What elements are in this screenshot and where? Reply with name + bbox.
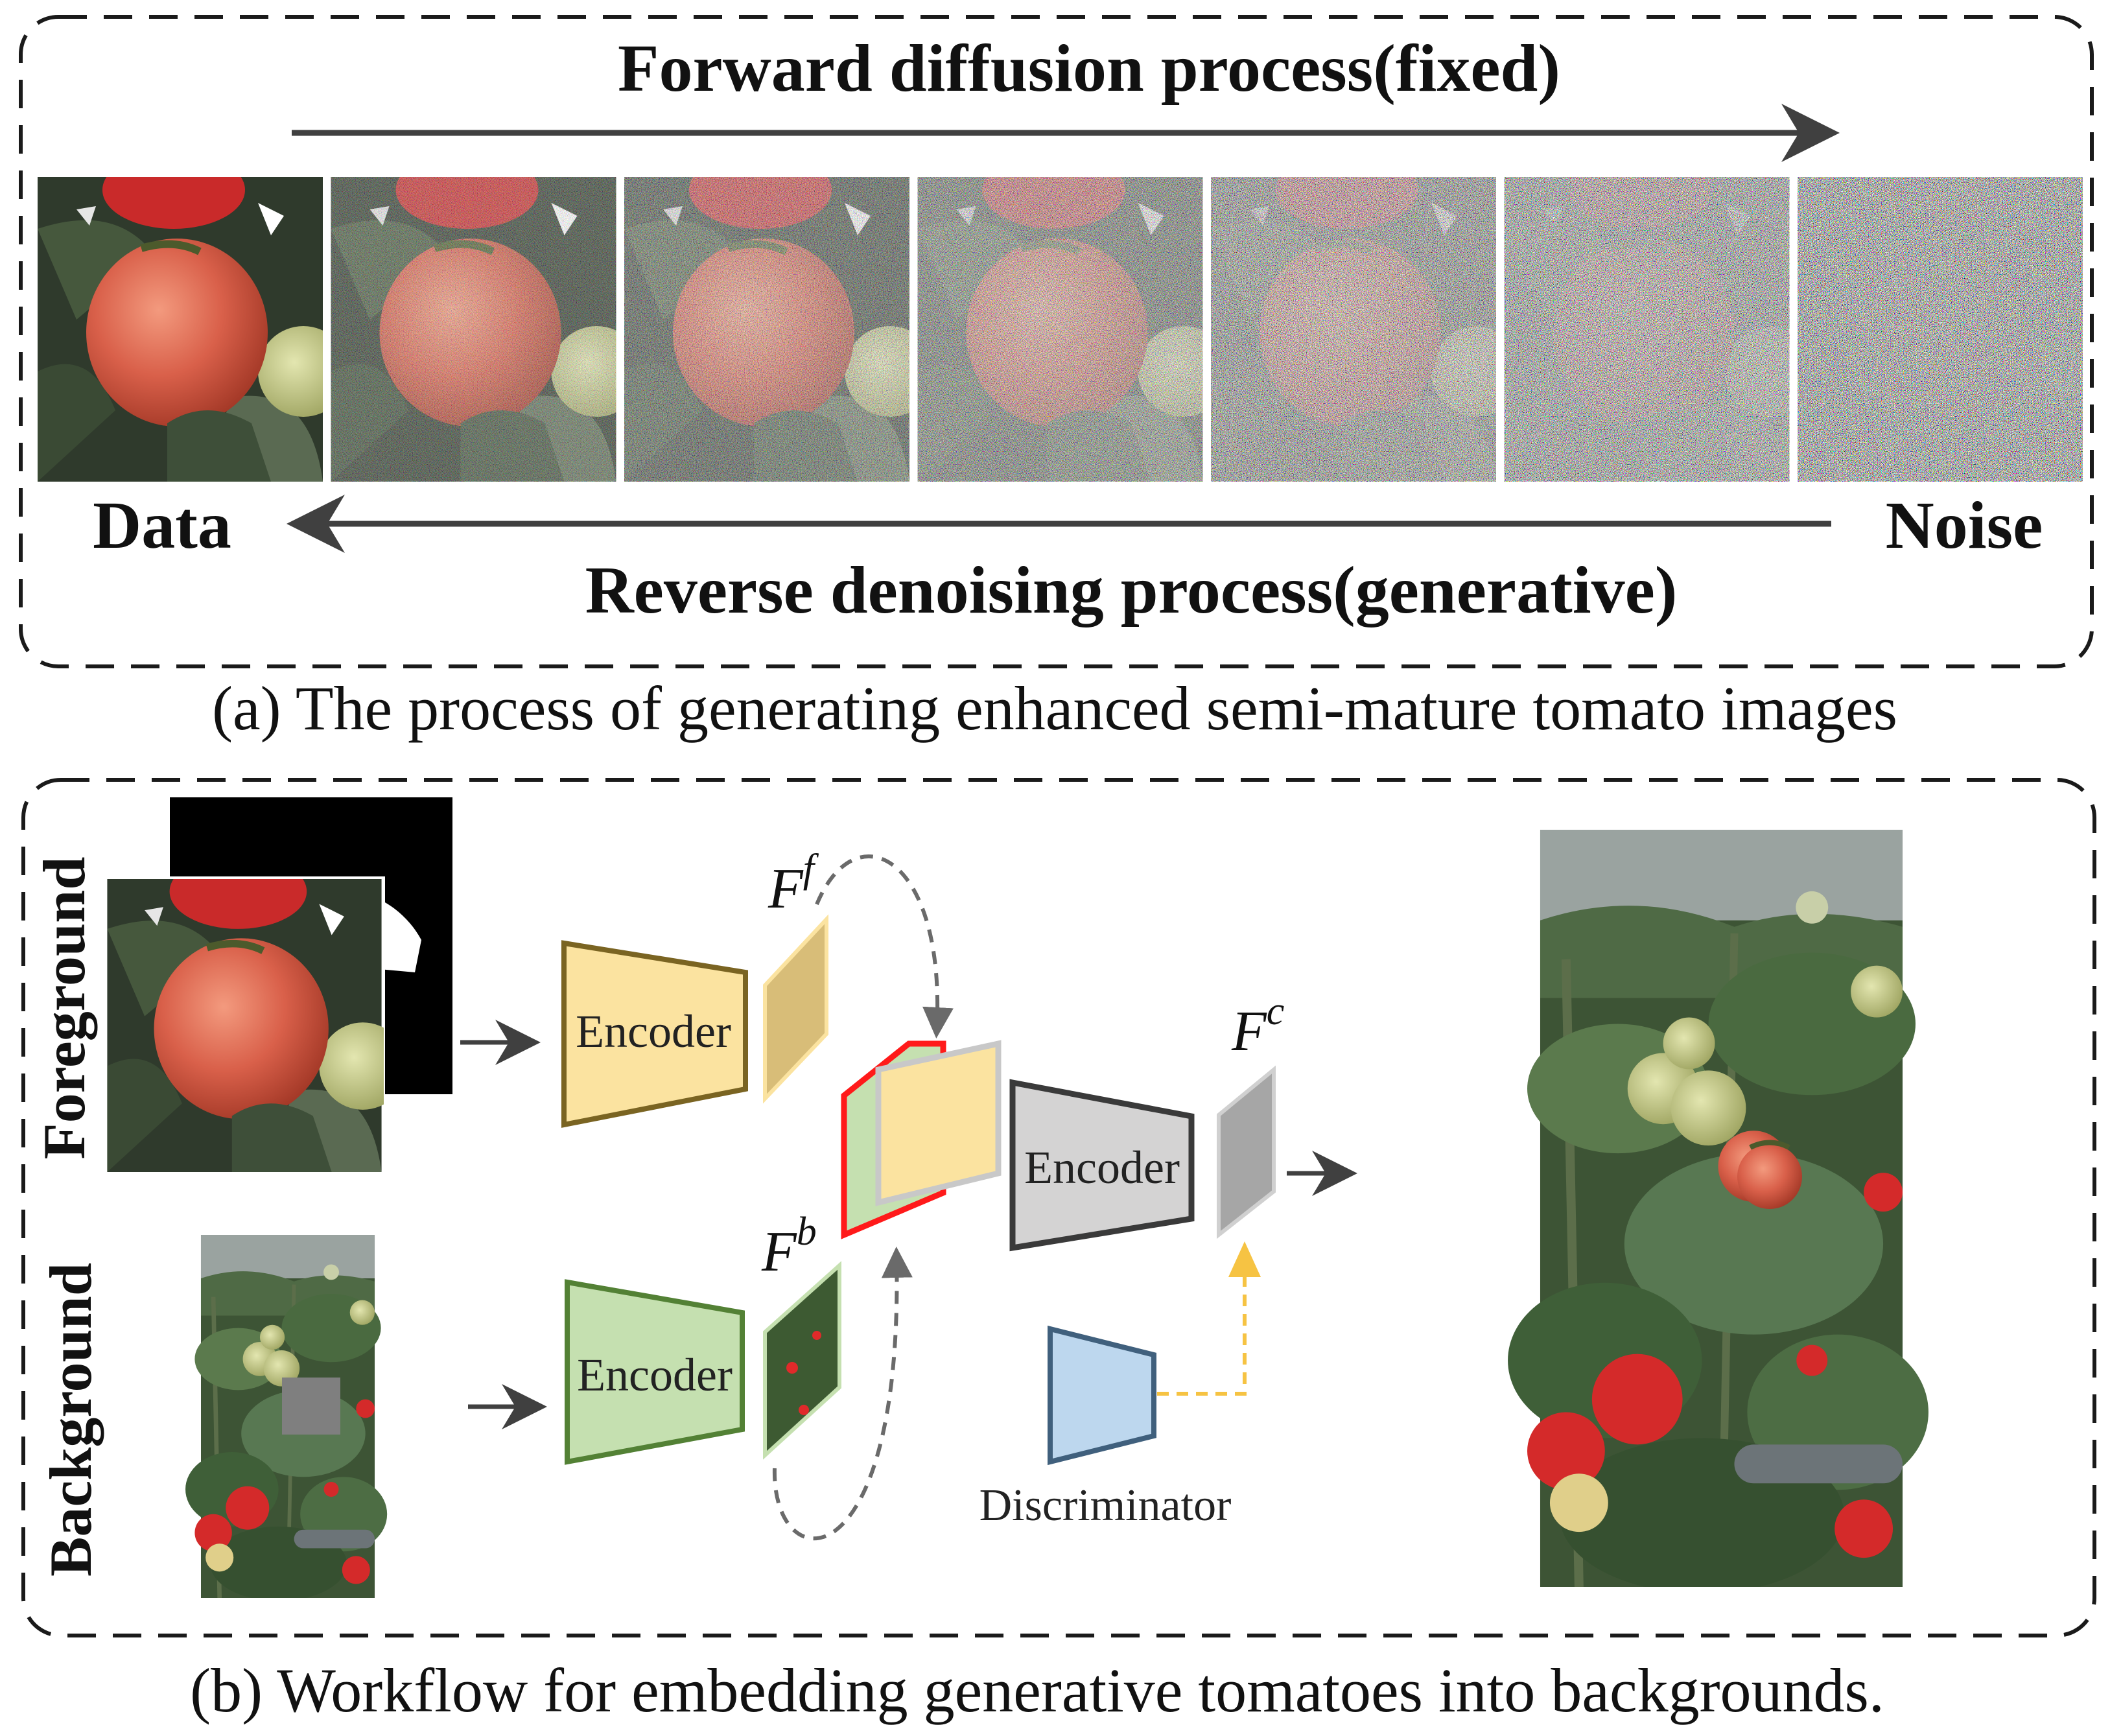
caption-b: (b) Workflow for embedding generative to… [190, 1656, 1884, 1725]
diffusion-step-image [38, 151, 349, 482]
feature-map-foreground [763, 914, 828, 1104]
diffusion-step-image [917, 177, 1203, 482]
ff-dashed-arrow [815, 854, 954, 1038]
diffusion-image-strip [38, 151, 2083, 482]
fused-feature-maps [841, 1040, 1002, 1239]
foreground-encoder-label: Encoder [576, 1005, 731, 1057]
reverse-denoising-label: Reverse denoising process(generative) [585, 553, 1678, 628]
output-composite-image [1360, 827, 2083, 1589]
fb-dashed-arrow [772, 1247, 913, 1541]
background-mask-region [282, 1378, 340, 1435]
diffusion-step-image [1504, 177, 1790, 482]
discriminator [1048, 1325, 1156, 1466]
discriminator-arrow-head [1228, 1241, 1261, 1277]
foreground-encoder: Encoder [561, 940, 748, 1128]
combined-encoder-label: Encoder [1024, 1142, 1180, 1193]
noise-label: Noise [1886, 488, 2043, 563]
combined-encoder: Encoder [1009, 1079, 1195, 1252]
feature-map-background [763, 1261, 841, 1460]
feature-b-label: Fb [761, 1210, 817, 1284]
diffusion-step-image [624, 177, 909, 482]
forward-diffusion-label: Forward diffusion process(fixed) [618, 31, 1560, 106]
background-label: Background [38, 1263, 104, 1577]
discriminator-dashed-arrow [1157, 1274, 1247, 1396]
foreground-tomato-image [102, 876, 385, 1175]
diffusion-step-image [1211, 177, 1496, 482]
background-garden-image [185, 1235, 387, 1601]
caption-a: (a) The process of generating enhanced s… [212, 674, 1897, 743]
background-encoder: Encoder [565, 1279, 745, 1465]
panel-a-frame [19, 15, 2094, 668]
diffusion-step-image [1798, 177, 2083, 482]
foreground-label: Foreground [31, 857, 97, 1160]
data-label: Data [93, 488, 231, 563]
feature-c-label: Fc [1231, 989, 1284, 1063]
discriminator-label: Discriminator [979, 1481, 1232, 1531]
background-encoder-label: Encoder [577, 1349, 733, 1401]
feature-map-combined [1217, 1065, 1276, 1239]
feature-f-label: Ff [768, 847, 819, 921]
diffusion-step-image [331, 177, 616, 482]
